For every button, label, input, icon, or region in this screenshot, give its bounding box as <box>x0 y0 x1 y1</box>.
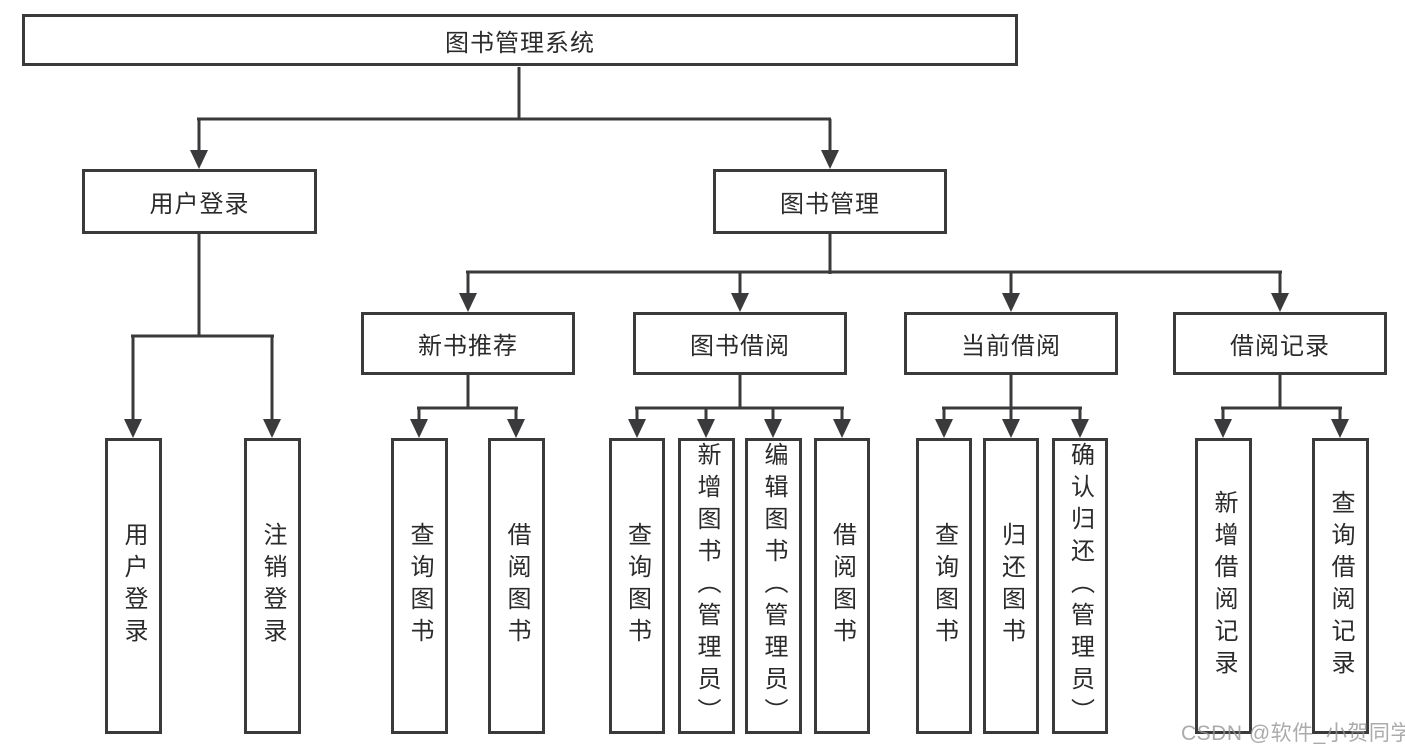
leaf-query-books-borrow: 查询图书 <box>609 438 665 734</box>
leaf-return-books: 归还图书 <box>983 438 1039 734</box>
leaf-confirm-return-admin: 确认归还（管理员） <box>1052 438 1108 734</box>
node-user-login: 用户登录 <box>82 169 317 234</box>
leaf-borrow-books-recommend: 借阅图书 <box>488 438 545 734</box>
leaf-borrow-books: 借阅图书 <box>814 438 870 734</box>
node-borrow-records: 借阅记录 <box>1173 312 1387 375</box>
leaf-query-borrow-record: 查询借阅记录 <box>1312 438 1369 734</box>
leaf-query-books-recommend: 查询图书 <box>391 438 448 734</box>
node-current-borrow: 当前借阅 <box>904 312 1118 375</box>
leaf-add-books-admin: 新增图书（管理员） <box>678 438 735 734</box>
leaf-user-login: 用户登录 <box>105 438 162 734</box>
node-book-borrow: 图书借阅 <box>633 312 847 375</box>
node-new-book-recommend: 新书推荐 <box>361 312 575 375</box>
node-book-management: 图书管理 <box>713 169 947 234</box>
leaf-logout: 注销登录 <box>244 438 301 734</box>
node-root: 图书管理系统 <box>22 14 1018 66</box>
leaf-edit-books-admin: 编辑图书（管理员） <box>745 438 802 734</box>
leaf-add-borrow-record: 新增借阅记录 <box>1195 438 1252 734</box>
leaf-query-books-current: 查询图书 <box>916 438 972 734</box>
